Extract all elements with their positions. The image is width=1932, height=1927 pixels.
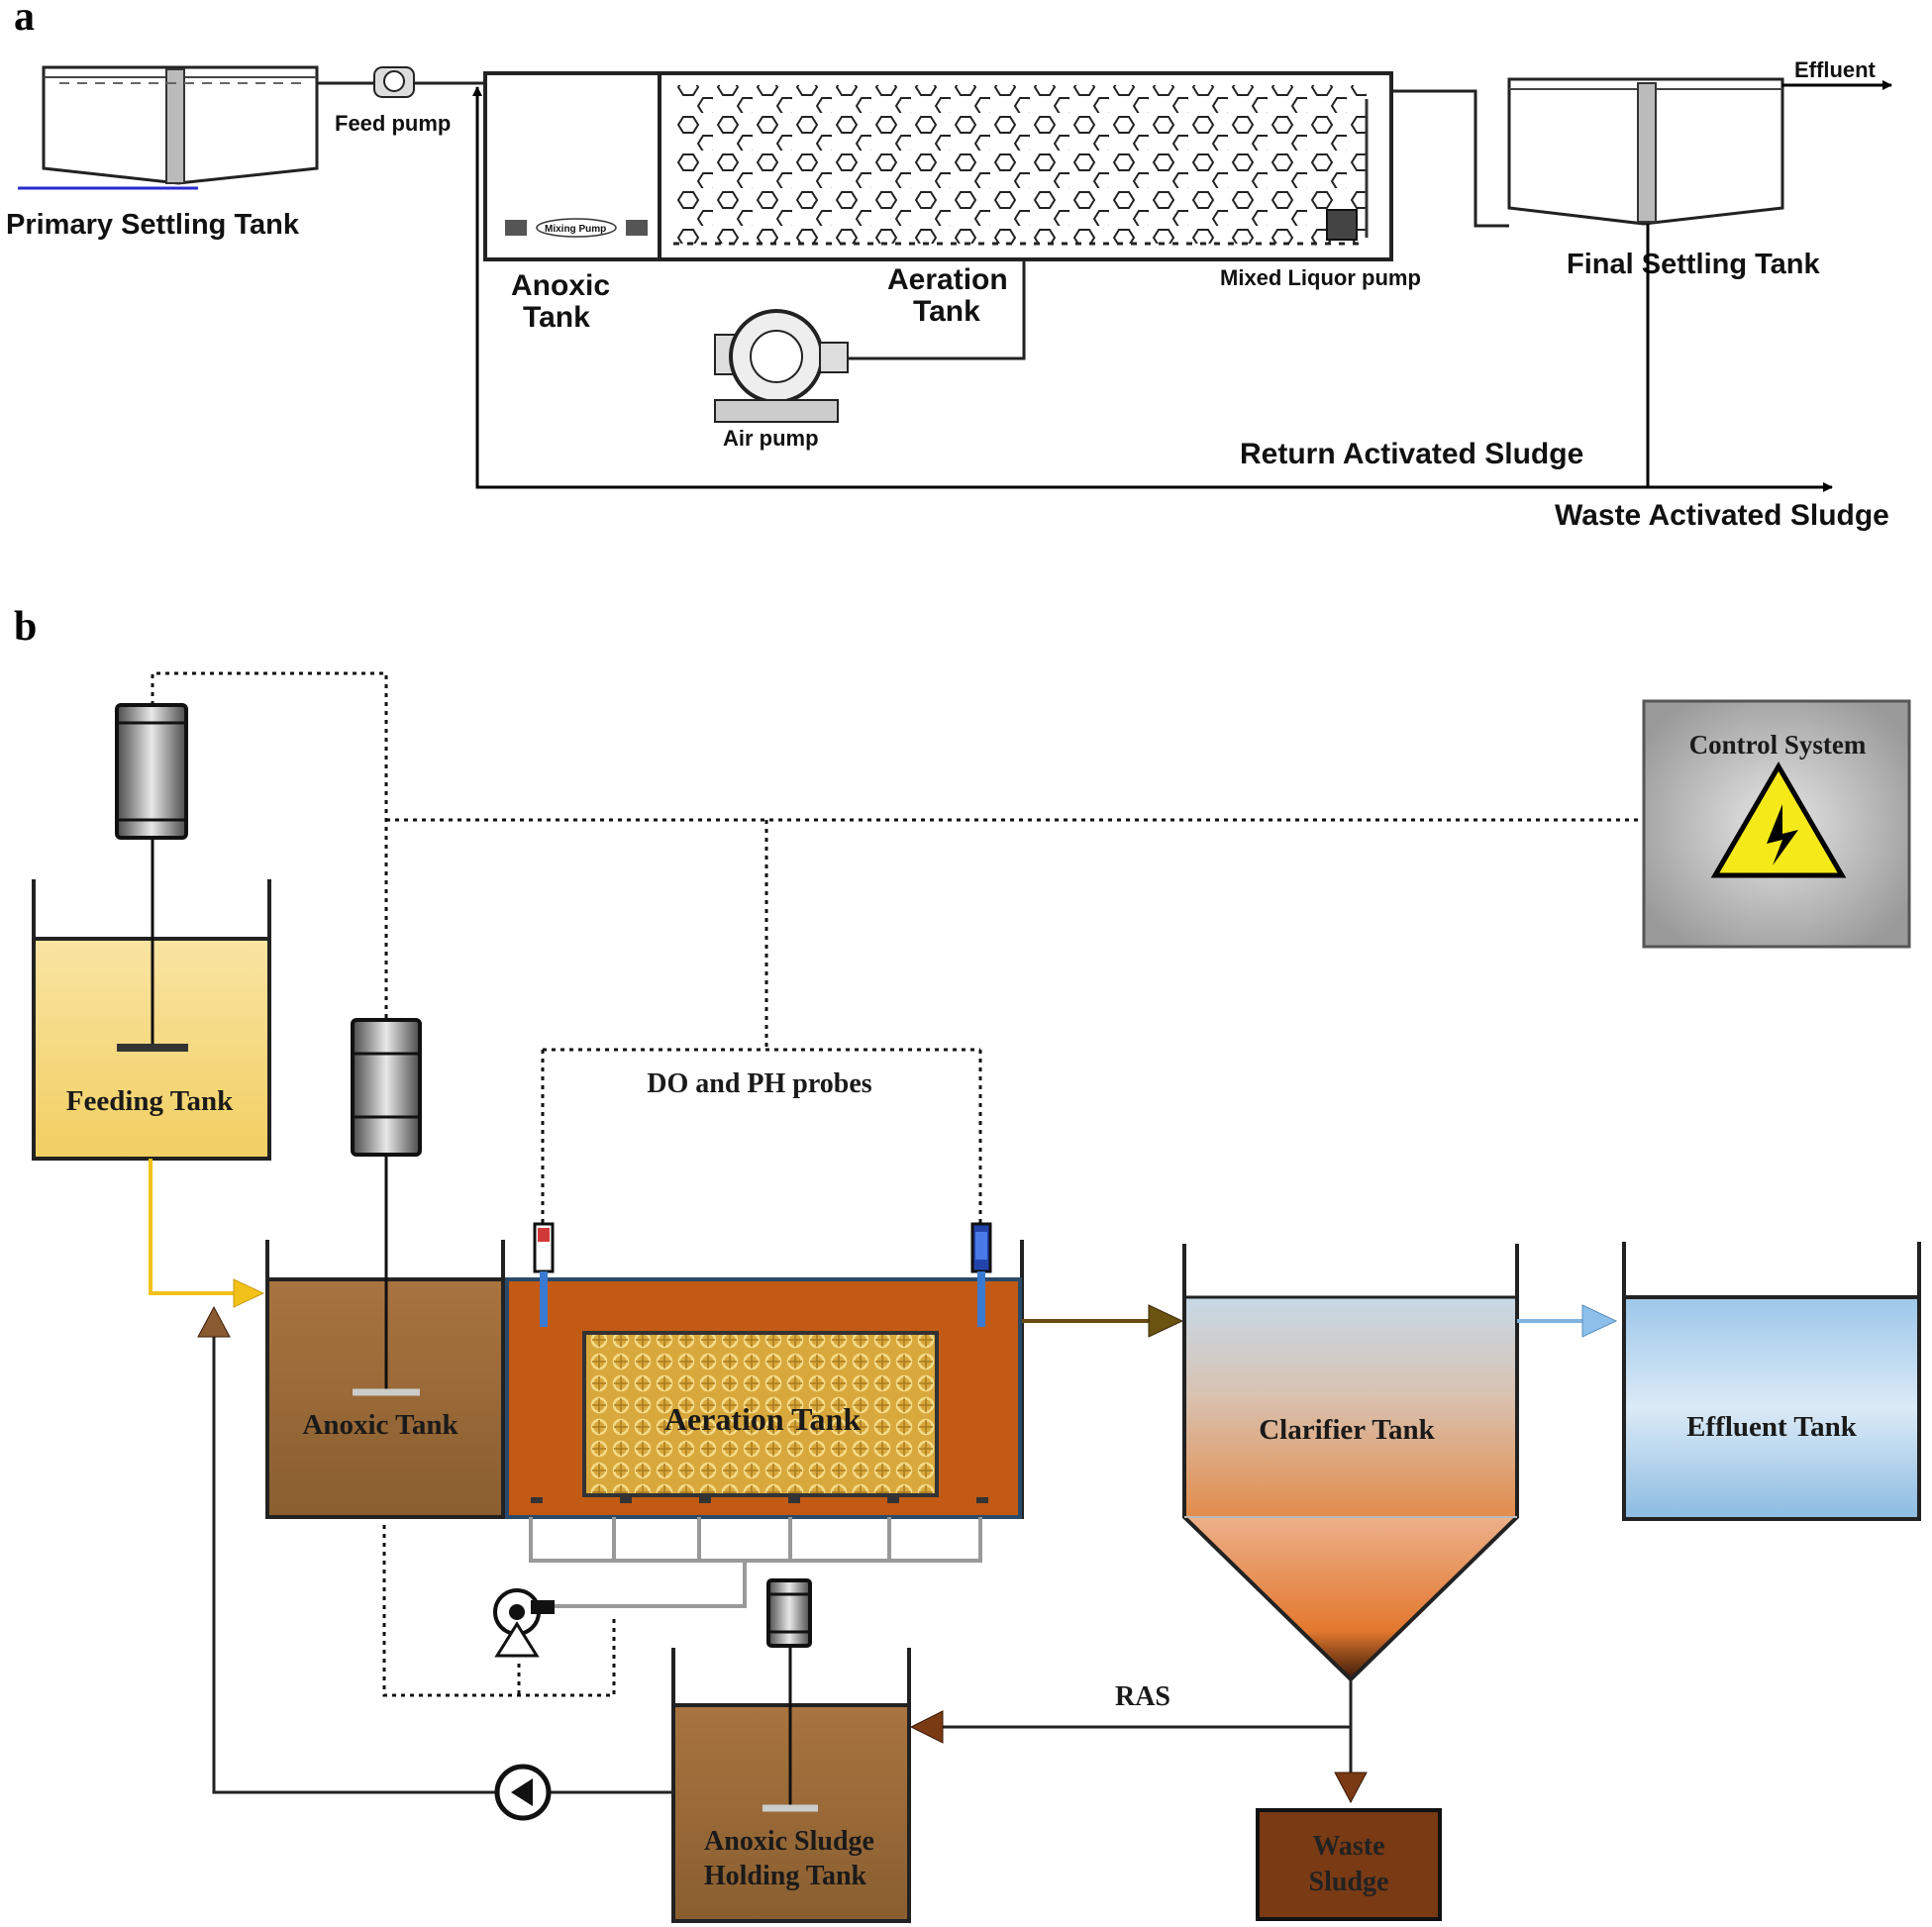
feed-pump-icon: [373, 66, 415, 98]
anoxic-aeration-basin: [483, 71, 1393, 261]
mixed-liquor-arrowhead: [1148, 1304, 1184, 1338]
feed-line-arrowhead: [233, 1278, 265, 1308]
transfer-pipe: [1391, 89, 1509, 228]
anoxic-tank-mixer-motor-icon: [351, 1018, 422, 1157]
aeration-tank: [501, 1240, 1024, 1519]
waste-sludge-label-line1: Waste: [1312, 1831, 1384, 1862]
anoxic-sludge-holding-tank: [671, 1646, 911, 1923]
anoxic-sludge-label-line1: Anoxic Sludge: [704, 1826, 874, 1857]
primary-settling-tank-label: Primary Settling Tank: [6, 209, 300, 241]
effluent-tank: [1622, 1242, 1921, 1521]
do-ph-probes-label: DO and PH probes: [647, 1068, 872, 1099]
feeding-tank: [32, 838, 271, 1161]
effluent-tank-label: Effluent Tank: [1686, 1411, 1858, 1443]
primary-settling-tank: [18, 65, 319, 190]
feeding-tank-label: Feeding Tank: [66, 1085, 234, 1117]
recirculation-pump-icon: [494, 1764, 552, 1821]
air-line: [838, 259, 1026, 360]
waste-activated-sludge-label: Waste Activated Sludge: [1555, 499, 1889, 532]
effluent-line-arrowhead: [1581, 1304, 1618, 1338]
ras-label: RAS: [1115, 1681, 1170, 1712]
air-pump-icon: [714, 309, 849, 423]
air-pump-label: Air pump: [723, 426, 819, 451]
final-settling-tank-label: Final Settling Tank: [1567, 249, 1821, 280]
waste-sludge-arrowhead: [1334, 1772, 1368, 1804]
mixed-liquor-pump-icon: [1326, 99, 1369, 241]
mixing-pump-label: Mixing Pump: [545, 224, 606, 235]
mixed-liquor-pump-label: Mixed Liquor pump: [1220, 265, 1421, 290]
waste-sludge-label-line2: Sludge: [1309, 1867, 1389, 1897]
effluent-label: Effluent: [1794, 57, 1877, 82]
air-diffuser-manifold: [529, 1517, 982, 1608]
feed-line: [149, 1159, 238, 1295]
ras-arrowhead: [909, 1710, 944, 1744]
feeding-tank-mixer-motor-icon: [115, 703, 188, 840]
aeration-tank-label-line2: Tank: [913, 295, 980, 328]
clarifier-tank-label: Clarifier Tank: [1259, 1414, 1435, 1446]
anoxic-tank-label-line1: Anoxic: [511, 269, 610, 302]
aeration-tank-label: Aeration Tank: [664, 1401, 861, 1437]
air-blower-icon: [493, 1588, 555, 1658]
return-activated-sludge-label: Return Activated Sludge: [1240, 438, 1583, 470]
sludge-tank-mixer-motor-icon: [766, 1578, 812, 1648]
mixing-pump-icon: [505, 218, 648, 238]
waste-sludge-box: [1256, 1808, 1442, 1921]
lightning-icon: [1767, 804, 1798, 865]
panel-b-letter: b: [14, 604, 37, 650]
final-settling-tank: [1507, 77, 1784, 226]
return-activated-sludge-line: [472, 86, 1650, 489]
feed-pump-label: Feed pump: [335, 111, 451, 136]
anoxic-tank: [265, 1155, 505, 1519]
clarifier-tank: [1182, 1244, 1519, 1682]
anoxic-sludge-label-line2: Holding Tank: [704, 1861, 867, 1891]
ph-probe-icon: [970, 1222, 992, 1327]
aeration-tank-label-line1: Aeration: [887, 263, 1008, 296]
anoxic-tank-label-line2: Tank: [523, 301, 590, 334]
do-probe-icon: [533, 1222, 555, 1327]
control-system-label: Control System: [1689, 730, 1867, 760]
anoxic-tank-label: Anoxic Tank: [302, 1409, 458, 1441]
control-wiring: [151, 671, 1644, 1697]
panel-a-letter: a: [14, 0, 35, 40]
sludge-return-arrowhead: [197, 1305, 231, 1338]
